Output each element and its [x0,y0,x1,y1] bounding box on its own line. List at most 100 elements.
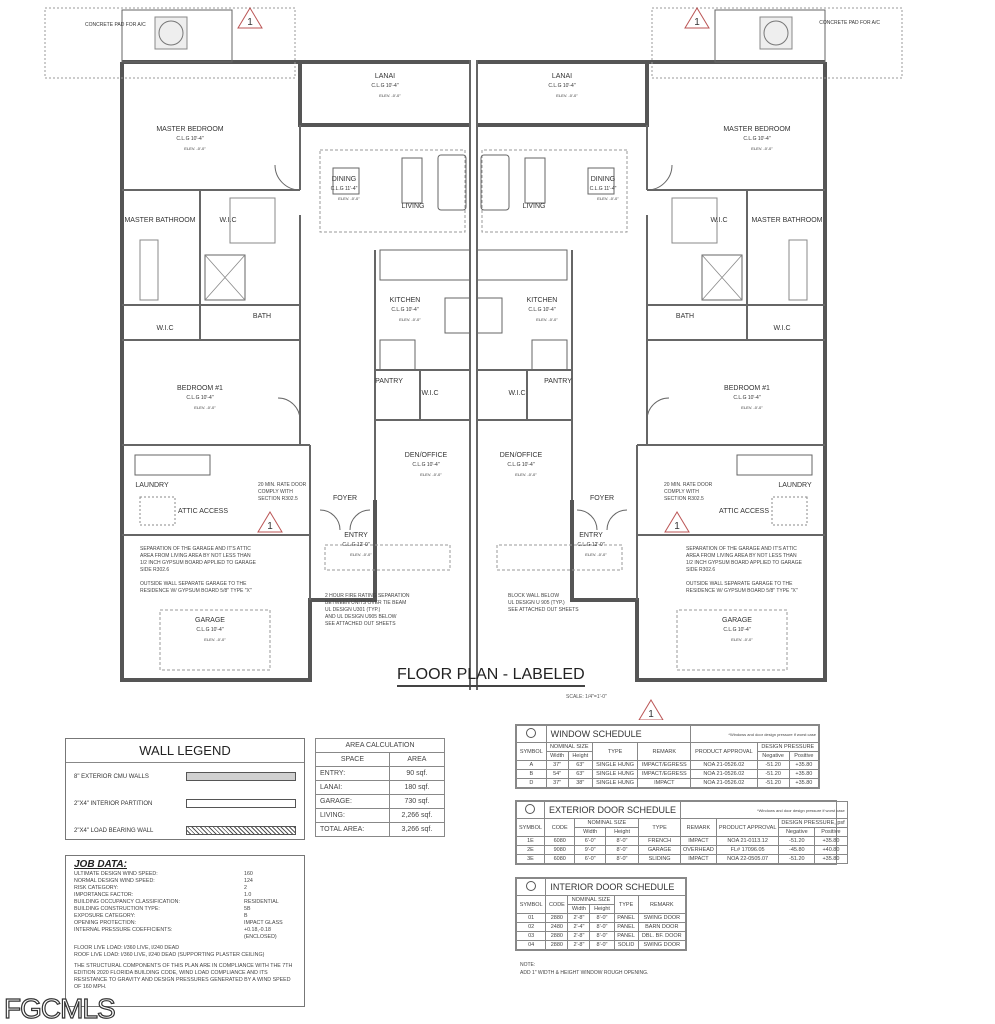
schedule-cell: FL# 17096.05 [715,845,780,855]
schedule-cell: NOA 22-0505.07 [715,854,780,864]
column-header: REMARK [637,742,692,761]
schedule-cell: 37" [545,760,569,770]
schedule-cell: D [516,778,547,788]
revision-marker: 1 [267,521,273,532]
note-line: 1/2 INCH GYPSUM BOARD APPLIED TO GARAGE [686,560,802,566]
ceiling-height-label: C.L.G 12'-0" [577,542,604,548]
group-header: DESIGN PRESSURE [756,742,820,752]
job-data-value: B [244,913,248,919]
area-header: SPACE [315,752,390,767]
schedule-cell: SWING DOOR [637,913,687,923]
elevation-label: ELEV. -0'-0" [184,146,206,151]
schedule-cell: OVERHEAD [679,845,717,855]
note-line [686,574,802,581]
elevation-label: ELEV. -0'-0" [741,405,763,410]
schedule-title: EXTERIOR DOOR SCHEDULE [543,801,681,819]
compliance-statement: THE STRUCTURAL COMPONENTS OF THIS PLAN A… [74,963,293,990]
left-room-label-den-office: DEN/OFFICE [405,452,448,459]
left-room-label-w-i-c: W.I.C [156,325,173,332]
note-line: 20 MIN. RATE DOOR [258,482,307,488]
schedule-cell: +35.80 [788,778,820,788]
note-line: 1/2 INCH GYPSUM BOARD APPLIED TO GARAGE [140,560,256,566]
column-subheader: Width [567,904,591,914]
right-room-label-pantry: PANTRY [544,378,572,385]
elevation-label: ELEV. -0'-0" [204,637,226,642]
ac-pad-callout: CONCRETE PAD FOR A/C [85,22,146,28]
elevation-label: ELEV. -0'-0" [420,472,442,477]
column-header: CODE [545,895,569,914]
schedule-cell: -45.80 [778,845,816,855]
ceiling-height-label: C.L.G 10'-4" [176,136,203,142]
schedule-cell: 37" [545,778,569,788]
elevation-label: ELEV. -0'-0" [597,196,619,201]
job-data-value: 2 [244,885,247,891]
right-room-label-master-bedroom: MASTER BEDROOM [723,126,790,133]
schedule-cell: 8'-0" [604,845,640,855]
job-data-value: +0.18,-0.18 (ENCLOSED) [244,927,277,940]
left-room-label-lanai: LANAI [375,73,395,80]
schedule-cell: 2'-8" [567,940,591,950]
group-header: NOMINAL SIZE [545,742,593,752]
column-subheader: Height [567,751,593,761]
schedule-title: INTERIOR DOOR SCHEDULE [545,878,686,896]
note-line: 2 HOUR FIRE RATING SEPARATION [325,593,410,599]
note-line: SEPARATION OF THE GARAGE AND IT'S ATTIC [686,546,797,552]
note-line [140,574,256,581]
note-line: AREA FROM LIVING AREA BY NOT LESS THAN [140,553,251,559]
schedule-cell: 2880 [545,940,569,950]
elevation-label: ELEV. -0'-0" [399,317,421,322]
ceiling-height-label: C.L.G 11'-4" [331,186,358,192]
area-row: LANAI:180 sqf. [315,780,446,795]
area-value: 90 sqf. [388,766,446,781]
column-header: TYPE [591,742,639,761]
ceiling-height-label: C.L.G 10'-4" [196,627,223,633]
job-data-label: IMPORTANCE FACTOR: [74,892,134,898]
area-row: TOTAL AREA:3,266 sqf. [315,822,446,837]
job-data-value: RESIDENTIAL [244,899,279,905]
schedule-cell: +35.80 [814,854,848,864]
schedule-cell: 01 [515,913,547,923]
job-data-value: 160 [244,871,253,877]
job-data-title: JOB DATA: [74,859,127,870]
schedule-symbol [516,801,545,819]
ac-pad-callout: CONCRETE PAD FOR A/C [819,20,880,26]
window-schedule: WINDOW SCHEDULE*Windows and door design … [515,724,820,789]
elevation-label: ELEV. -0'-0" [556,93,578,98]
schedule-cell: 8'-0" [604,836,640,846]
load-line: ROOF LIVE LOAD: l/360 LIVE, l/240 DEAD (… [74,952,265,958]
schedule-cell: NOA 21-0526.02 [690,760,758,770]
job-data-value: 5B [244,906,251,912]
schedule-cell: 2E [516,845,545,855]
wall-legend-title: WALL LEGEND [66,739,304,763]
schedule-symbol [515,878,547,896]
right-room-label-master-bathroom: MASTER BATHROOM [751,217,822,224]
schedule-cell: GARAGE [638,845,681,855]
area-value: 2,266 sqf. [388,808,446,823]
area-value: 3,266 sqf. [388,822,446,837]
ceiling-height-label: C.L.G 10'-4" [412,462,439,468]
ceiling-height-label: C.L.G 10'-4" [733,395,760,401]
elevation-label: ELEV. -0'-0" [731,637,753,642]
job-data-label: BUILDING CONSTRUCTION TYPE: [74,906,160,912]
job-data-row: NORMAL DESIGN WIND SPEED:124 [74,878,296,885]
left-room-label-living: LIVING [402,203,425,210]
schedule-cell: -51.20 [778,836,816,846]
column-header: CODE [543,818,576,837]
area-title: AREA CALCULATION [315,738,445,753]
area-space: ENTRY: [315,766,390,781]
elevation-label: ELEV. -0'-0" [379,93,401,98]
schedule-cell: SLIDING [638,854,681,864]
note-line: SEE ATTACHED OUT SHEETS [325,621,396,627]
floor-plan-drawing: MASTER BEDROOM C.L.G 10'-4" ELEV. -0'-0" LA… [43,6,904,720]
job-data-row: RISK CATEGORY:2 [74,885,296,892]
schedule-cell: -51.20 [778,854,816,864]
schedule-cell: IMPACT [679,836,717,846]
area-space: GARAGE: [315,794,390,809]
job-data-row: EXPOSURE CATEGORY:B [74,913,296,920]
column-header: PRODUCT APPROVAL [690,742,758,761]
note-line: COMPLY WITH [258,489,293,495]
